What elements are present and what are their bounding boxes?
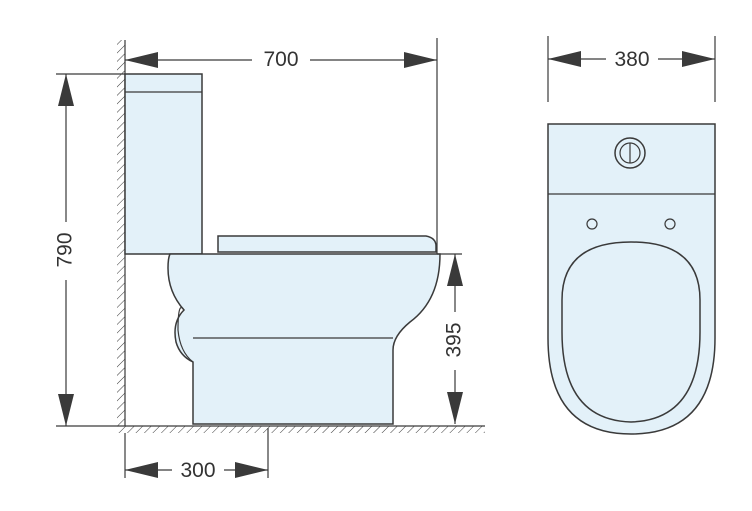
seat-top-view — [561, 241, 701, 423]
dimension-380-label: 380 — [614, 48, 649, 71]
hinge-hole-left — [586, 218, 598, 230]
dual-flush-button-icon — [614, 137, 646, 169]
dimension-380: 380 — [547, 36, 716, 102]
dimension-300: 300 — [124, 428, 269, 482]
side-view-toilet — [124, 73, 441, 425]
top-view-toilet — [547, 123, 716, 435]
hinge-hole-right — [664, 218, 676, 230]
seat-lid — [217, 235, 437, 253]
cistern — [124, 73, 203, 255]
wall — [117, 40, 126, 426]
bowl — [167, 253, 441, 425]
floor — [117, 425, 485, 433]
dimension-790: 790 — [54, 73, 125, 427]
dimension-700-label: 700 — [263, 48, 298, 71]
dimension-395-label: 395 — [443, 322, 466, 357]
dimension-300-label: 300 — [180, 459, 215, 482]
dimension-790-label: 790 — [54, 232, 77, 267]
dimension-700: 700 — [125, 38, 438, 254]
dimension-395: 395 — [437, 253, 466, 424]
